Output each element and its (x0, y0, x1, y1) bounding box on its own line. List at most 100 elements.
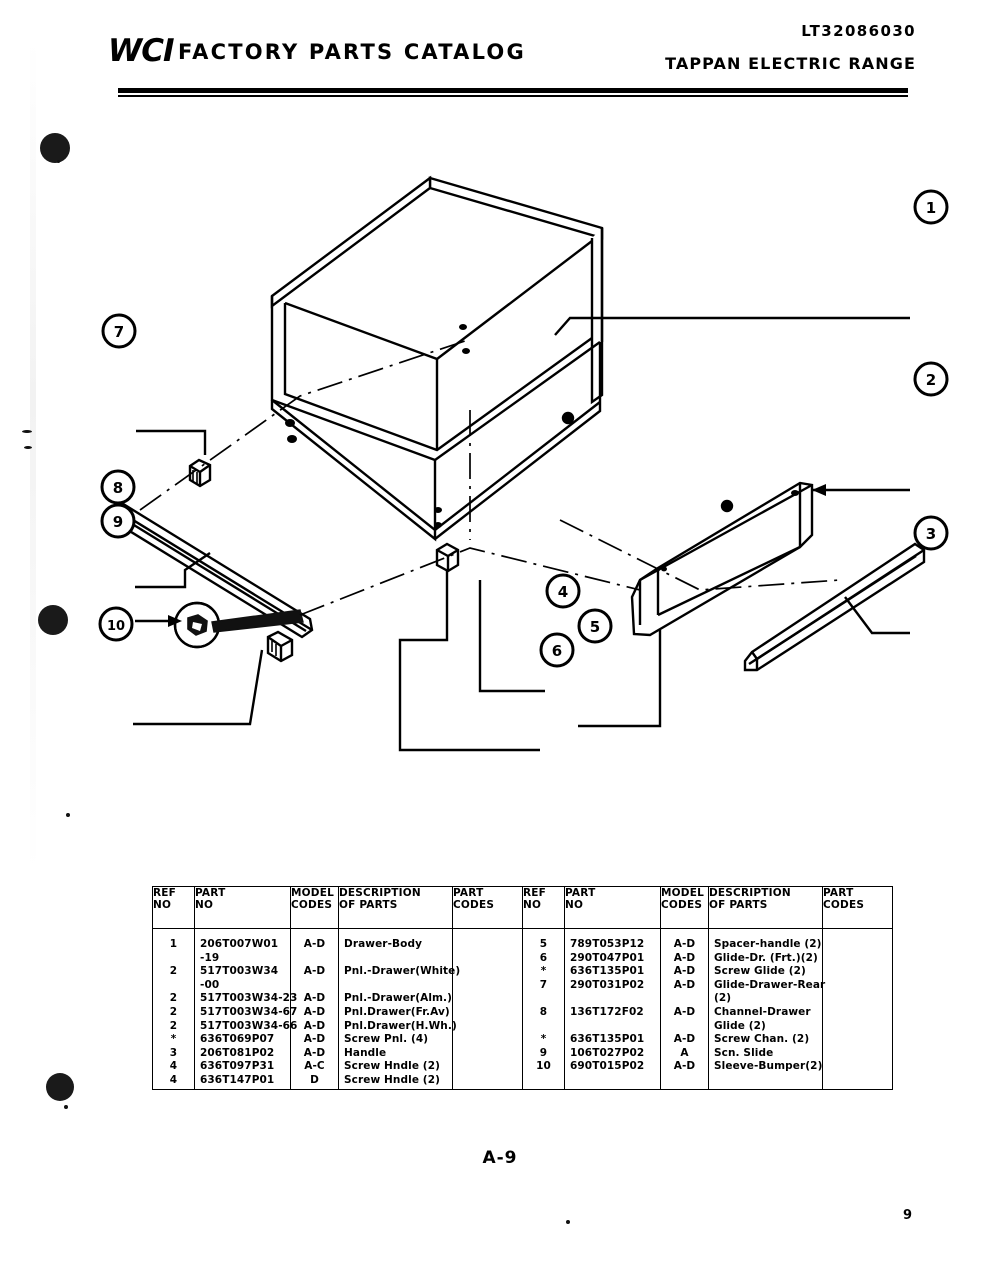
table-cell-value: Glide-Drawer-Rear (714, 978, 826, 991)
table-cell-value: 290T047P01 (570, 951, 645, 964)
table-header-row: REF NO PART NO MODEL CODES DESCRIPTION O… (152, 886, 893, 929)
callout-label-3: 3 (926, 525, 936, 543)
table-cell-value: Handle (344, 1046, 387, 1059)
table-cell-value: 5 (539, 938, 548, 950)
wci-logo: WCI (108, 33, 174, 69)
table-cell-value (523, 992, 564, 1006)
table-cell-value: A-D (673, 1005, 696, 1018)
table-cell-value: Screw Chan. (2) (714, 1033, 810, 1046)
table-cell-value: 7 (539, 978, 548, 991)
table-cell-value: 636T097P31 (200, 1060, 275, 1073)
callout-label-6: 6 (552, 642, 562, 660)
col-header-part-codes-right: PART CODES (822, 886, 893, 929)
table-cell-value: A-D (673, 978, 696, 991)
col-header-line1: REF (153, 887, 177, 899)
table-cell-value: Pnl.Drawer(Fr.Av) (344, 1005, 450, 1018)
table-cell-value: 206T007W01 (200, 938, 279, 950)
table-cell-value (823, 1047, 892, 1061)
table-cell-value: A (680, 1046, 689, 1059)
table-cell-value: A-D (303, 1046, 326, 1059)
table-cell-value: A-D (673, 1060, 696, 1073)
table-cell-value: A-D (673, 965, 696, 978)
col-header-line2: CODES (661, 899, 703, 911)
cell-list-part-codes-right (823, 929, 892, 1074)
table-cell-value: 9 (539, 1046, 548, 1059)
table-cell-value (823, 992, 892, 1006)
table-cell-value: 2 (169, 1005, 178, 1018)
table-cell-value: Pnl.Drawer(H.Wh.) (344, 1019, 457, 1032)
table-cell-value (823, 1060, 892, 1074)
table-cell-value: 4 (169, 1073, 178, 1086)
header-divider (118, 88, 908, 93)
table-cell-value: * (540, 965, 547, 978)
table-cell-value: 206T081P02 (200, 1046, 275, 1059)
punch-hole-middle (38, 605, 68, 635)
table-cell-value (339, 952, 452, 966)
table-cell-value: 136T172F02 (570, 1005, 644, 1018)
catalog-title: FACTORY PARTS CATALOG (178, 40, 526, 64)
page-header: WCI FACTORY PARTS CATALOG LT32086030 TAP… (0, 0, 1000, 100)
col-header-description-right: DESCRIPTION OF PARTS (708, 886, 823, 929)
table-cell-value: A-D (673, 1033, 696, 1046)
table-cell-value: 636T069P07 (200, 1033, 275, 1046)
cell-list-description-right: Spacer-handle (2)Glide-Dr. (Frt.)(2)Scre… (709, 929, 826, 1074)
table-cell-value: Pnl.-Drawer(White) (344, 965, 461, 978)
table-cell-value: 2 (169, 1019, 178, 1032)
callout-label-4: 4 (558, 583, 568, 601)
col-header-line1: DESCRIPTION (709, 887, 791, 899)
table-cell-value: * (540, 1033, 547, 1046)
scan-speck (57, 160, 60, 163)
table-cell-value (453, 952, 522, 966)
col-header-ref-no-right: REF NO (522, 886, 565, 929)
table-cell-value: 690T015P02 (570, 1060, 645, 1073)
table-cell-value (823, 1020, 892, 1034)
table-cell-value: 636T135P01 (570, 965, 645, 978)
table-cell-value (823, 1033, 892, 1047)
table-cell-value: * (170, 1033, 177, 1046)
table-cell-value: Spacer-handle (2) (714, 938, 822, 950)
table-cell-value: A-D (303, 965, 326, 978)
cell-list-part-codes-left (453, 929, 522, 1088)
table-cell-value (291, 979, 338, 993)
col-header-line2: CODES (291, 899, 333, 911)
table-cell-value (453, 1006, 522, 1020)
callout-label-5: 5 (590, 618, 600, 636)
table-cell-value: 3 (169, 1046, 178, 1059)
col-header-part-codes-left: PART CODES (452, 886, 523, 929)
table-cell-value: A-D (303, 1033, 326, 1046)
parts-table: REF NO PART NO MODEL CODES DESCRIPTION O… (152, 886, 893, 1090)
table-cell-value: Glide (2) (714, 1019, 766, 1032)
table-cell-value (153, 952, 194, 966)
col-header-description-left: DESCRIPTION OF PARTS (338, 886, 453, 929)
table-cell-value (823, 952, 892, 966)
col-header-line2: NO (523, 899, 542, 911)
col-header-line1: PART (195, 887, 226, 899)
header-divider-thin (118, 95, 908, 97)
table-cell-value: 106T027P02 (570, 1046, 645, 1059)
table-cell-value: 636T147P01 (200, 1073, 275, 1086)
table-cell-value (823, 1006, 892, 1020)
table-cell-value: 2 (169, 965, 178, 978)
table-cell-value: D (310, 1073, 319, 1086)
table-cell-value: 290T031P02 (570, 978, 645, 991)
table-cell-value: Sleeve-Bumper(2) (714, 1060, 823, 1073)
table-cell-value (823, 979, 892, 993)
table-cell-value (523, 1020, 564, 1034)
model-name: TAPPAN ELECTRIC RANGE (665, 54, 916, 73)
page-tear-artifact (30, 40, 36, 1230)
col-header-line2: OF PARTS (709, 899, 768, 911)
col-header-line1: PART (453, 887, 484, 899)
callout-label-7: 7 (114, 323, 124, 341)
col-header-line2: CODES (823, 899, 865, 911)
table-cell-value: Screw Hndle (2) (344, 1060, 440, 1073)
col-header-line2: NO (153, 899, 172, 911)
col-header-line2: NO (195, 899, 214, 911)
col-header-line1: REF (523, 887, 547, 899)
table-cell-value (453, 1020, 522, 1034)
cell-list-description-left: Drawer-Body Pnl.-Drawer(White) Pnl.-Draw… (339, 929, 461, 1088)
col-header-model-codes-right: MODEL CODES (660, 886, 709, 929)
table-cell-value (453, 1033, 522, 1047)
